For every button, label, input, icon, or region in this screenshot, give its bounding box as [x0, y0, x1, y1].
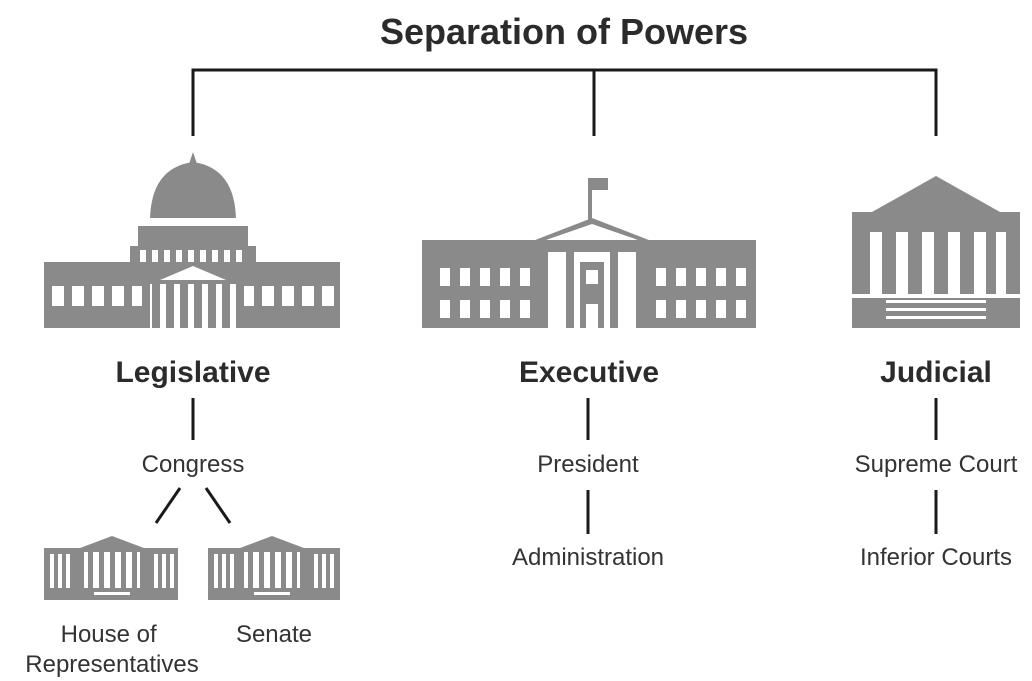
house-connector — [154, 487, 182, 524]
diagram-title: Separation of Powers — [380, 11, 748, 52]
supreme-court-building-icon — [852, 176, 1020, 328]
president-label: President — [537, 451, 639, 478]
senate-label: Senate — [236, 621, 312, 648]
white-house-building-icon — [422, 178, 756, 328]
branch-label-executive: Executive — [519, 356, 659, 389]
top-connector — [191, 68, 938, 136]
senate-chamber-building-icon — [208, 536, 340, 600]
inferior-courts-label: Inferior Courts — [860, 544, 1012, 571]
house-chamber-building-icon — [44, 536, 178, 600]
administration-label: Administration — [512, 544, 664, 571]
senate-connector — [204, 487, 232, 524]
congress-label: Congress — [142, 451, 245, 478]
branch-label-judicial: Judicial — [880, 356, 992, 389]
branch-label-legislative: Legislative — [115, 356, 270, 389]
supreme-court-label: Supreme Court — [855, 451, 1018, 478]
capitol-building-icon — [44, 152, 340, 328]
house-label: House of Representatives — [25, 621, 198, 678]
